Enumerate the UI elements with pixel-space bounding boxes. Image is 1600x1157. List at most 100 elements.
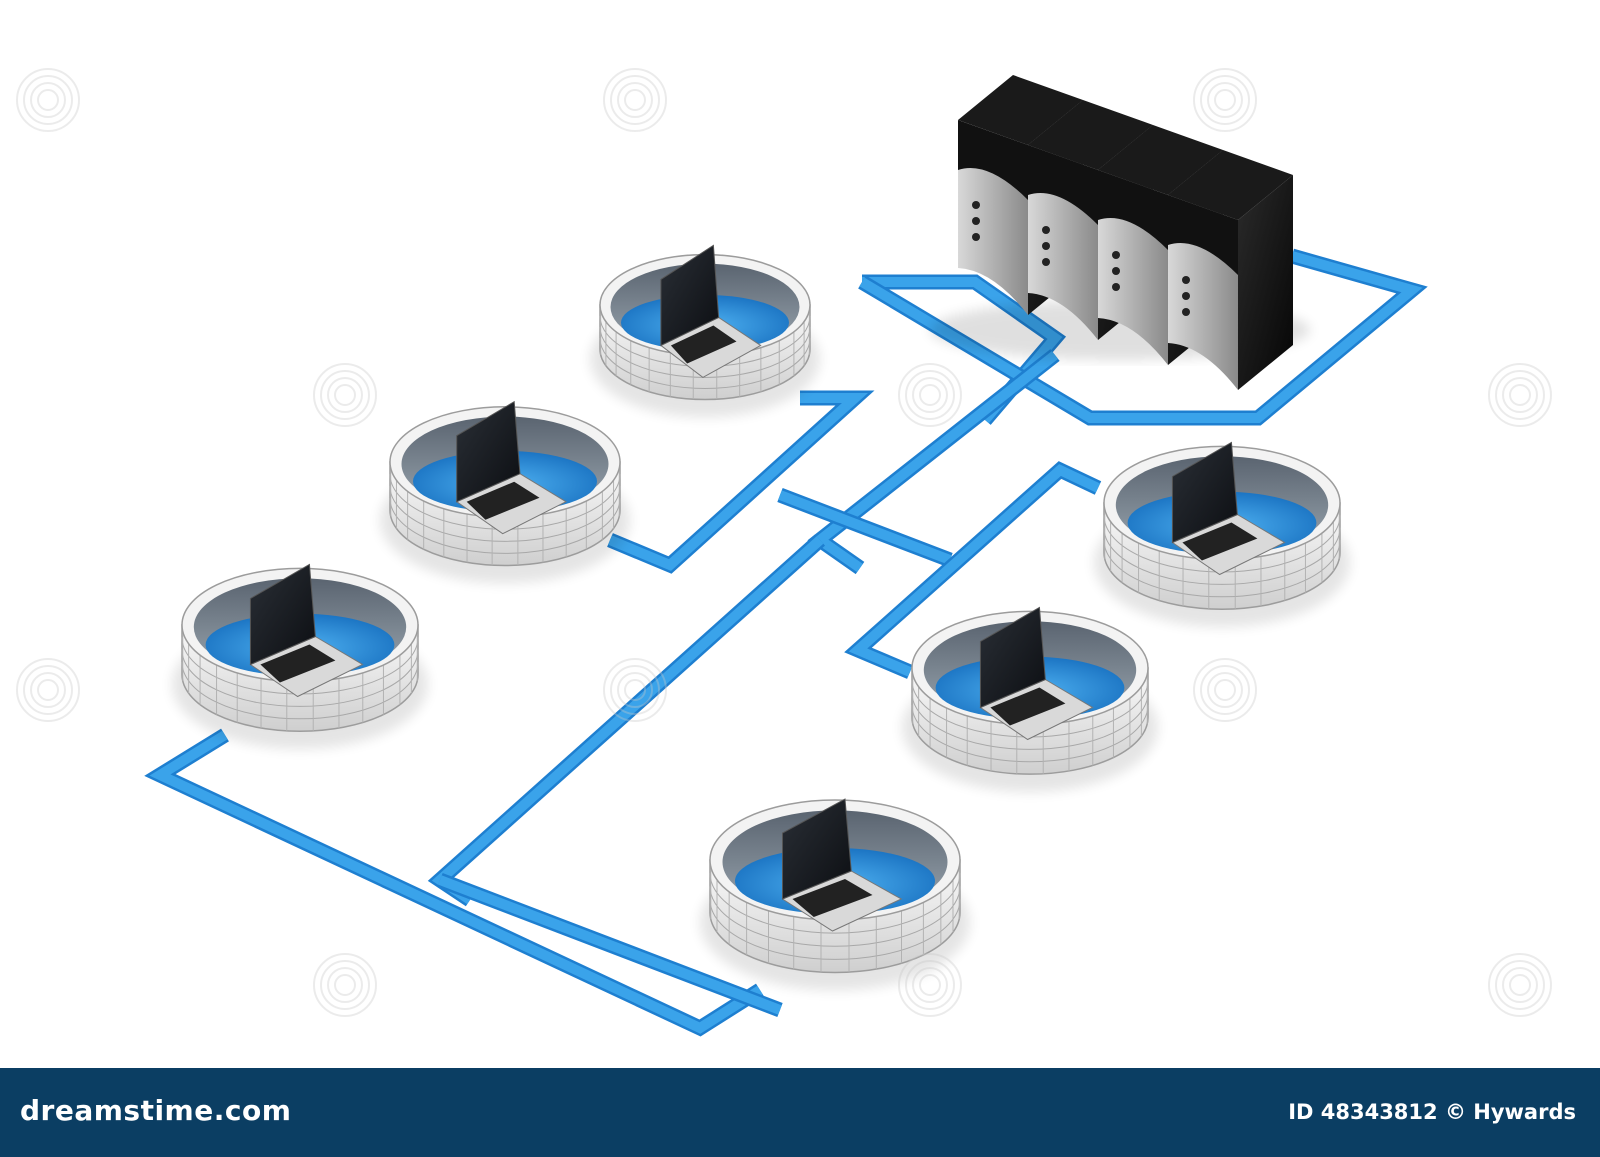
watermark-ring — [37, 89, 59, 111]
watermark-swirl — [1488, 363, 1552, 427]
wall-brick-row — [709, 899, 961, 960]
watermark-icon — [16, 68, 1552, 1017]
watermark-ring — [1502, 967, 1538, 1003]
server-bezel — [1028, 145, 1098, 225]
laptop-icon — [659, 244, 762, 379]
laptop-screen — [660, 244, 720, 347]
server-top — [1168, 150, 1293, 220]
watermark-swirl — [16, 658, 80, 722]
network-illustration — [16, 68, 1552, 1037]
watermark-ring — [898, 363, 962, 427]
firewall-wall-icon — [902, 606, 1158, 793]
watermark-swirl — [313, 363, 377, 427]
watermark-ring — [37, 679, 59, 701]
watermark-ring — [1193, 658, 1257, 722]
watermark-ring — [320, 370, 370, 420]
server-led — [1112, 251, 1120, 259]
server-led — [972, 233, 980, 241]
watermark-ring — [617, 82, 653, 118]
watermark-ring — [610, 665, 660, 715]
laptop-screen — [1171, 441, 1238, 544]
network-cables — [144, 248, 1428, 1037]
watermark-ring — [1207, 672, 1243, 708]
cable-segment — [778, 490, 952, 565]
wall-brick-row — [911, 692, 1149, 750]
server-bezel — [1098, 170, 1168, 250]
watermark-ring — [23, 665, 73, 715]
watermark-ring — [1214, 89, 1236, 111]
laptop-keyboard — [670, 325, 737, 364]
watermark-ring — [1495, 960, 1545, 1010]
watermark-ring — [30, 672, 66, 708]
laptop-nodes — [172, 244, 1350, 991]
laptop-screen — [979, 606, 1046, 709]
watermark-ring — [603, 658, 667, 722]
server-led — [1112, 267, 1120, 275]
watermark-ring — [905, 960, 955, 1010]
laptop-icon — [781, 798, 903, 932]
wall-brick-row — [599, 327, 811, 378]
watermark-ring — [1509, 974, 1531, 996]
image-id: ID 48343812 — [1288, 1100, 1438, 1124]
laptop-keyboard — [792, 879, 873, 917]
watermark-swirl — [16, 68, 80, 132]
watermark-ring — [327, 967, 363, 1003]
laptop-keyboard — [466, 481, 540, 520]
watermark-ring — [334, 974, 356, 996]
wall-brick-row — [911, 705, 1149, 763]
server-side — [1238, 175, 1293, 390]
server-bezel — [1168, 195, 1238, 275]
wall-brick-row — [599, 338, 811, 389]
laptop-keyboard — [260, 644, 336, 683]
laptop-screen — [456, 400, 521, 503]
watermark-ring — [624, 679, 646, 701]
footer-logo[interactable]: dreamstime.com — [20, 1094, 291, 1127]
watermark-ring — [610, 75, 660, 125]
cable-segment — [149, 730, 763, 1034]
wall-brick-row — [389, 486, 621, 542]
watermark-ring — [1495, 370, 1545, 420]
watermark-ring — [1488, 363, 1552, 427]
watermark-ring — [603, 68, 667, 132]
watermark-ring — [1193, 68, 1257, 132]
wall-brick-row — [181, 662, 419, 720]
cable-segment — [438, 875, 782, 1015]
watermark-ring — [1207, 82, 1243, 118]
watermark-ring — [320, 960, 370, 1010]
firewall-wall-icon — [172, 563, 428, 750]
server-top — [1028, 100, 1153, 170]
watermark-ring — [1200, 75, 1250, 125]
watermark-ring — [16, 68, 80, 132]
watermark-ring — [23, 75, 73, 125]
watermark-ring — [313, 363, 377, 427]
image-author: © Hywards — [1444, 1100, 1576, 1124]
watermark-ring — [1509, 384, 1531, 406]
wall-brick-row — [709, 886, 961, 947]
server-unit — [1168, 150, 1293, 390]
wall-brick-row — [709, 873, 961, 934]
watermark-ring — [334, 384, 356, 406]
firewall-wall-icon — [380, 400, 630, 584]
watermark-swirl — [603, 658, 667, 722]
server-led — [972, 201, 980, 209]
server-led — [1042, 242, 1050, 250]
server-led — [1112, 283, 1120, 291]
laptop-icon — [1171, 441, 1286, 576]
watermark-ring — [313, 953, 377, 1017]
firewall-wall-icon — [700, 798, 970, 991]
watermark-swirl — [1193, 68, 1257, 132]
firewall-wall-icon — [1094, 441, 1350, 628]
network-diagram-art — [16, 68, 1552, 1037]
watermark-ring — [1200, 665, 1250, 715]
laptop-keyboard — [1182, 522, 1258, 561]
watermark-ring — [912, 967, 948, 1003]
server-led — [972, 217, 980, 225]
watermark-ring — [1214, 679, 1236, 701]
footer-credit: ID 48343812 © Hywards — [1288, 1100, 1576, 1124]
cable-segment — [811, 351, 1059, 573]
watermark-swirl — [1193, 658, 1257, 722]
watermark-swirl — [1488, 953, 1552, 1017]
server-led — [1182, 308, 1190, 316]
server-led — [1042, 226, 1050, 234]
watermark-ring — [905, 370, 955, 420]
